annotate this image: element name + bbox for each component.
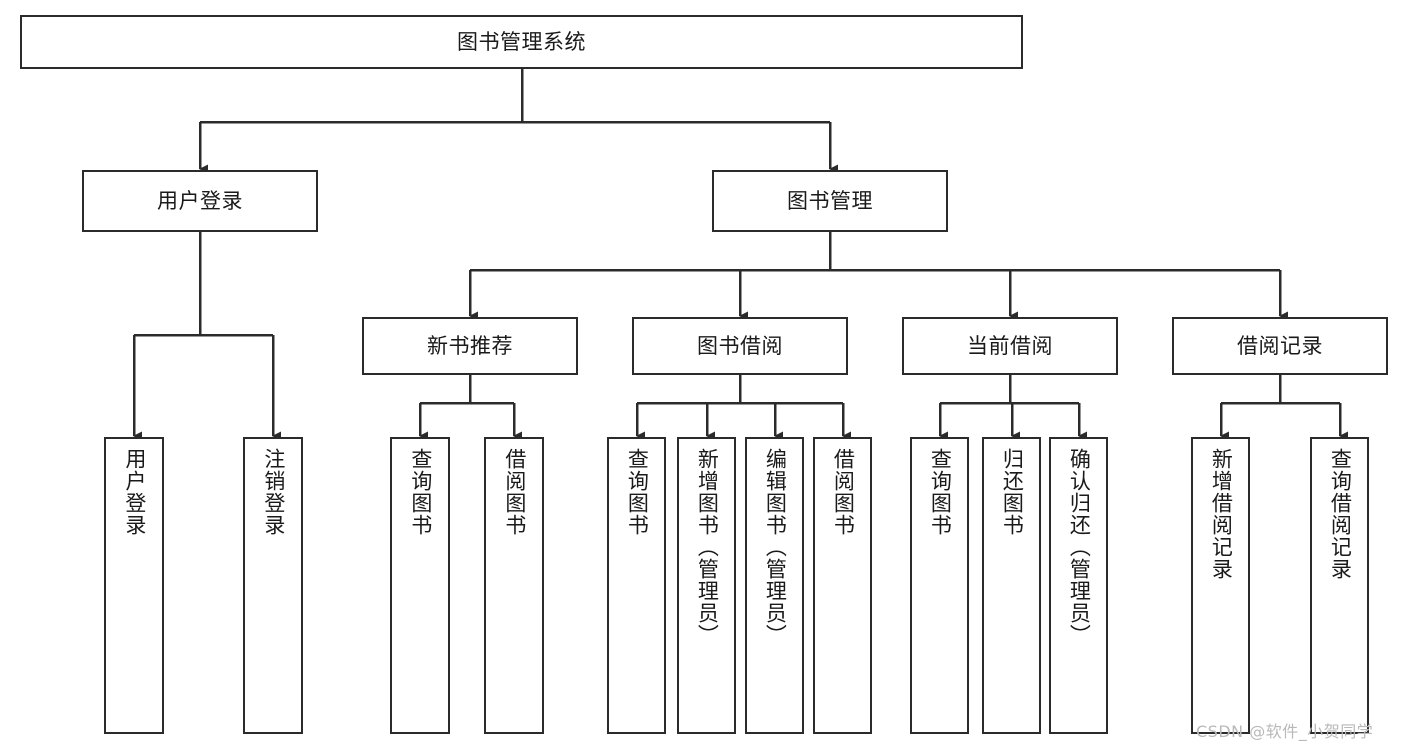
node-l3_0[interactable]: 新书推荐 — [362, 317, 578, 375]
edge-layer — [132, 69, 1348, 441]
node-label: 新书推荐 — [427, 333, 513, 358]
node-leaf_1[interactable]: 注销登录 — [243, 437, 303, 734]
node-label: 查询图书 — [928, 448, 953, 536]
node-label: 借阅图书 — [502, 448, 527, 536]
node-label: 借阅图书 — [831, 448, 856, 536]
node-l2_0[interactable]: 用户登录 — [82, 170, 318, 232]
node-label: 用户登录 — [157, 188, 243, 213]
node-label: 借阅记录 — [1237, 333, 1323, 358]
node-label: 新增借阅记录 — [1209, 448, 1234, 580]
node-label: 查询借阅记录 — [1328, 448, 1353, 580]
node-l2_1[interactable]: 图书管理 — [712, 170, 948, 232]
node-label: 当前借阅 — [967, 333, 1053, 358]
node-label: 注销登录 — [261, 448, 286, 536]
node-label: 确认归还（管理员） — [1067, 448, 1092, 646]
node-label: 图书借阅 — [697, 333, 783, 358]
node-l3_1[interactable]: 图书借阅 — [632, 317, 848, 375]
node-label: 查询图书 — [625, 448, 650, 536]
node-leaf_9[interactable]: 归还图书 — [982, 437, 1041, 734]
node-label: 用户登录 — [122, 448, 147, 536]
node-label: 归还图书 — [1000, 448, 1025, 536]
node-label: 图书管理 — [787, 188, 873, 213]
node-leaf_8[interactable]: 查询图书 — [910, 437, 969, 734]
node-label: 查询图书 — [408, 448, 433, 536]
node-leaf_2[interactable]: 查询图书 — [390, 437, 450, 734]
node-root[interactable]: 图书管理系统 — [20, 15, 1023, 69]
node-leaf_0[interactable]: 用户登录 — [104, 437, 164, 734]
node-leaf_11[interactable]: 新增借阅记录 — [1191, 437, 1250, 734]
node-leaf_10[interactable]: 确认归还（管理员） — [1049, 437, 1108, 734]
node-leaf_4[interactable]: 查询图书 — [607, 437, 666, 734]
node-leaf_3[interactable]: 借阅图书 — [484, 437, 544, 734]
node-label: 图书管理系统 — [457, 29, 586, 54]
node-l3_3[interactable]: 借阅记录 — [1172, 317, 1388, 375]
node-label: 新增图书（管理员） — [695, 448, 720, 646]
node-label: 编辑图书（管理员） — [763, 448, 788, 646]
node-leaf_7[interactable]: 借阅图书 — [813, 437, 872, 734]
node-leaf_5[interactable]: 新增图书（管理员） — [677, 437, 736, 734]
node-leaf_12[interactable]: 查询借阅记录 — [1310, 437, 1369, 734]
node-l3_2[interactable]: 当前借阅 — [902, 317, 1118, 375]
watermark-text: CSDN @软件_小贺同学 — [1196, 722, 1374, 741]
node-leaf_6[interactable]: 编辑图书（管理员） — [745, 437, 804, 734]
